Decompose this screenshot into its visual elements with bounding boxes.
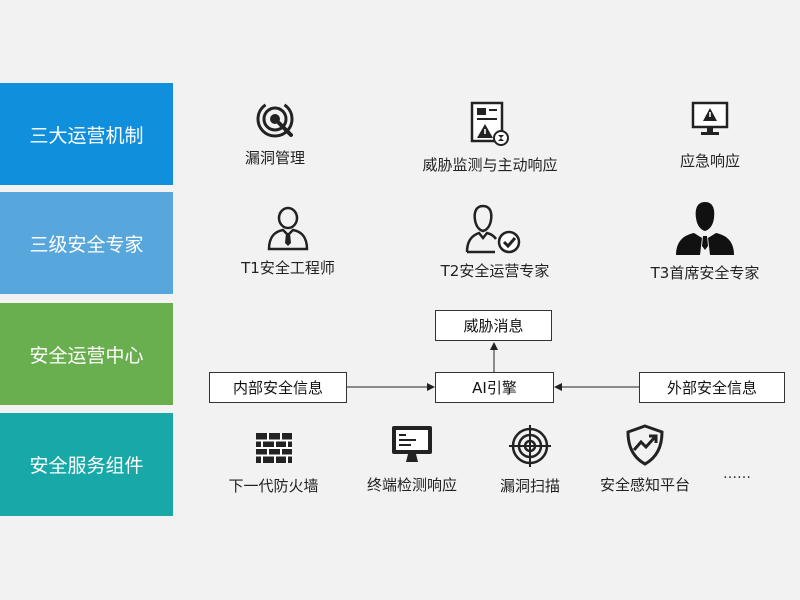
- component-label: 安全感知平台: [599, 476, 690, 494]
- row-label-components: 安全服务组件: [0, 413, 173, 516]
- row-label-soc: 安全运营中心: [0, 303, 173, 405]
- terminal-monitor-icon: [390, 424, 434, 466]
- threat-report-icon: [469, 100, 511, 148]
- bug-scan-icon: [253, 97, 297, 141]
- internal-info-box: 内部安全信息: [209, 372, 347, 403]
- component-label: 漏洞扫描: [499, 477, 560, 495]
- ai-engine-box: AI引擎: [435, 372, 554, 403]
- threat-message-box: 威胁消息: [435, 310, 552, 341]
- expert-label: T3首席安全专家: [650, 264, 760, 282]
- shield-trend-icon: [625, 424, 665, 466]
- mechanism-emergency: 应急响应: [660, 100, 760, 171]
- monitor-alert-icon: [690, 100, 730, 138]
- expert-label: T1安全工程师: [241, 259, 335, 277]
- expert-t3: T3首席安全专家: [635, 200, 775, 283]
- external-info-box: 外部安全信息: [639, 372, 785, 403]
- mechanism-label: 威胁监测与主动响应: [422, 156, 558, 174]
- target-icon: [509, 425, 551, 467]
- component-label: 下一代防火墙: [228, 477, 319, 495]
- component-label: 终端检测响应: [366, 476, 457, 494]
- mechanism-label: 应急响应: [679, 152, 740, 170]
- user-solid-icon: [674, 200, 736, 256]
- expert-t2: T2安全运营专家: [400, 202, 590, 281]
- expert-t1: T1安全工程师: [228, 205, 348, 278]
- expert-label: T2安全运营专家: [440, 262, 550, 280]
- component-awareness: 安全感知平台: [585, 424, 705, 495]
- user-tie-icon: [265, 205, 311, 251]
- mechanism-threat-monitor: 威胁监测与主动响应: [410, 100, 570, 175]
- component-edr: 终端检测响应: [347, 424, 477, 495]
- more-ellipsis: ……: [723, 466, 751, 482]
- component-firewall: 下一代防火墙: [216, 431, 331, 496]
- row-label-mechanisms: 三大运营机制: [0, 83, 173, 185]
- user-check-icon: [465, 202, 525, 254]
- mechanism-label: 漏洞管理: [244, 149, 305, 167]
- component-vuln-scan: 漏洞扫描: [480, 425, 580, 496]
- mechanism-vuln-mgmt: 漏洞管理: [225, 97, 325, 168]
- firewall-icon: [254, 431, 294, 465]
- row-label-experts: 三级安全专家: [0, 192, 173, 294]
